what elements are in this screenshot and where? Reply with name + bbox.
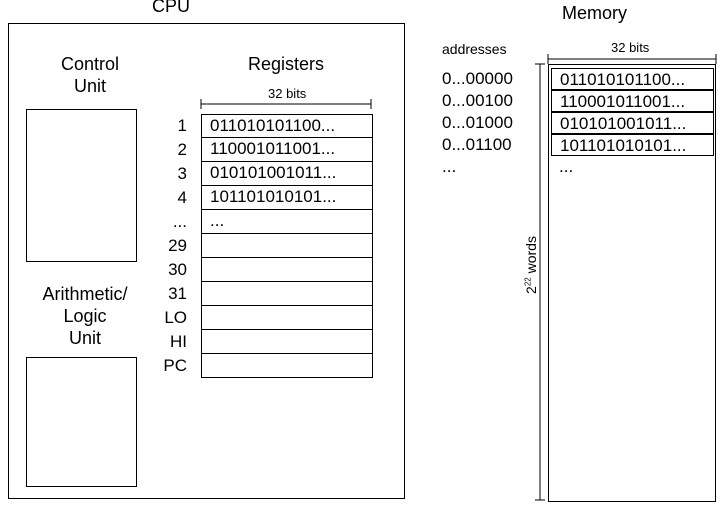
control-unit-label: Control Unit	[60, 54, 120, 96]
memory-width-bracket	[547, 54, 717, 64]
register-cell	[201, 330, 373, 354]
register-cell	[201, 306, 373, 330]
registers-width-label: 32 bits	[268, 86, 307, 101]
register-label: 31	[168, 284, 187, 303]
register-cell: 101101010101...	[201, 186, 373, 210]
register-label: 2	[177, 140, 187, 159]
memory-address: 0...00100	[442, 91, 513, 110]
memory-size-bracket	[535, 63, 545, 501]
cpu-box	[8, 23, 405, 499]
register-label: PC	[163, 356, 187, 375]
register-cell	[201, 258, 373, 282]
control-unit-box	[26, 109, 137, 262]
memory-address: ...	[442, 157, 457, 176]
register-label: ...	[172, 212, 187, 231]
register-cell	[201, 234, 373, 258]
register-label: 30	[168, 260, 187, 279]
register-label: 29	[168, 236, 187, 255]
memory-address: 0...01100	[442, 135, 512, 154]
register-label: LO	[164, 308, 187, 327]
memory-width-label: 32 bits	[611, 40, 650, 55]
register-label: 4	[177, 188, 187, 207]
memory-word: 011010101100...	[551, 68, 714, 90]
alu-label: Arithmetic/ Logic Unit	[42, 284, 128, 348]
memory-word: 101101010101...	[551, 134, 714, 156]
cpu-title: CPU	[152, 0, 191, 16]
memory-title: Memory	[562, 3, 628, 23]
register-label: 1	[177, 116, 187, 135]
memory-address: 0...00000	[442, 69, 513, 88]
alu-box	[26, 357, 137, 487]
register-cell: 011010101100...	[201, 114, 373, 138]
memory-array	[548, 64, 716, 502]
memory-word: ...	[559, 157, 574, 176]
register-cell: 110001011001...	[201, 138, 373, 162]
register-cell	[201, 354, 373, 378]
memory-address: 0...01000	[442, 113, 513, 132]
memory-word: 110001011001...	[551, 90, 714, 112]
register-cell: 010101001011...	[201, 162, 373, 186]
registers-width-bracket	[200, 99, 372, 109]
memory-size-label: 222 words	[523, 236, 539, 294]
memory-word: 010101001011...	[551, 112, 714, 134]
register-cell	[201, 282, 373, 306]
register-label: 3	[177, 164, 187, 183]
register-label: HI	[170, 332, 187, 351]
registers-title: Registers	[248, 54, 325, 74]
register-cell: ...	[201, 210, 373, 234]
addresses-label: addresses	[442, 41, 507, 57]
